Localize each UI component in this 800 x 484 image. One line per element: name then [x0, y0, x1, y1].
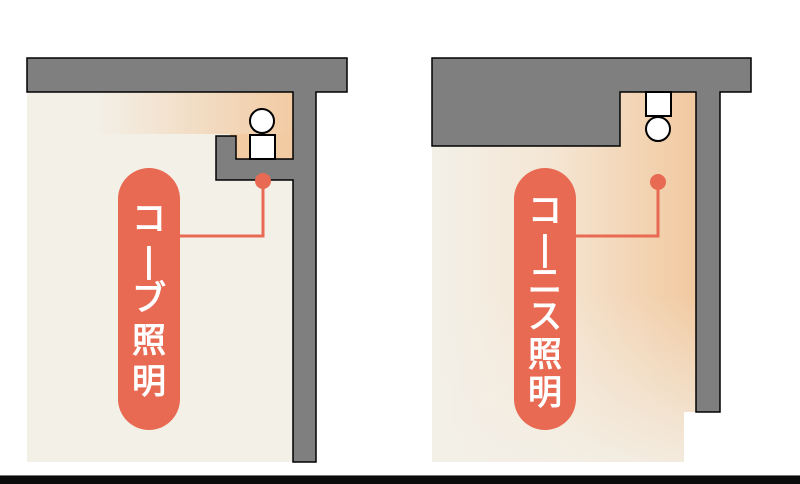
- cornice-label-char-5: 明: [528, 373, 562, 413]
- cove-label-char-1: |: [143, 241, 155, 281]
- cove-label-char-2: ブ: [132, 279, 166, 319]
- cornice-label-char-4: 照: [528, 335, 562, 375]
- cornice-ceiling-wall: [431, 57, 752, 413]
- cornice-label-char-2: ニ: [528, 262, 562, 302]
- cove-light-glow: [27, 92, 293, 134]
- cornice-diagram: コ | ニ ス 照 明: [431, 57, 752, 462]
- cove-label-pill: コ | ブ 照 明: [118, 168, 180, 430]
- cove-light-fixture-icon: [249, 108, 276, 160]
- cove-label-char-4: 明: [132, 362, 166, 402]
- cove-label-char-3: 照: [132, 321, 166, 361]
- cornice-label-char-1: |: [539, 229, 551, 269]
- cove-label-char-0: コ: [132, 199, 166, 239]
- cornice-label-char-3: ス: [528, 297, 562, 337]
- cove-pointer: [178, 173, 271, 238]
- cornice-label-pill: コ | ニ ス 照 明: [514, 168, 576, 430]
- cove-diagram: コ | ブ 照 明: [26, 57, 348, 463]
- cornice-label-char-0: コ: [528, 191, 562, 231]
- cornice-pointer: [575, 174, 666, 238]
- cornice-light-fixture-icon: [645, 91, 672, 142]
- bottom-bar: [0, 475, 800, 484]
